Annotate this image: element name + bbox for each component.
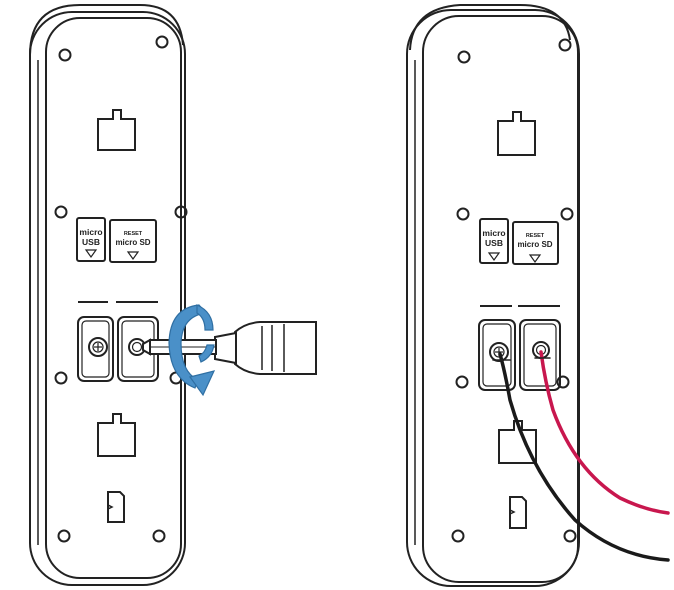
sd-card-icon	[107, 491, 125, 523]
screwdriver-icon	[142, 321, 317, 375]
usb-label-line2: USB	[82, 237, 100, 247]
red-wire	[539, 350, 670, 515]
usb-label-line1: micro	[79, 227, 102, 237]
usb-label-line2: USB	[485, 238, 503, 248]
usb-label-line1: micro	[482, 228, 505, 238]
left-doorbell-back	[29, 4, 188, 586]
down-arrow-icon	[487, 252, 501, 262]
right-doorbell-back	[406, 4, 580, 587]
black-wire	[498, 352, 670, 562]
reset-label: RESET	[124, 231, 143, 237]
wires	[492, 350, 670, 562]
sd-label: micro SD	[517, 240, 552, 249]
sd-card-icon	[509, 496, 527, 529]
left-port-labels: micro USB RESET micro SD	[79, 227, 150, 247]
sd-label: micro SD	[115, 238, 150, 247]
down-arrow-icon	[84, 249, 98, 259]
down-arrow-icon	[528, 254, 542, 264]
right-port-labels: micro USB RESET micro SD	[482, 228, 552, 249]
reset-label: RESET	[526, 233, 545, 239]
rotation-arrow-icon	[168, 304, 216, 397]
down-arrow-icon	[126, 251, 140, 261]
